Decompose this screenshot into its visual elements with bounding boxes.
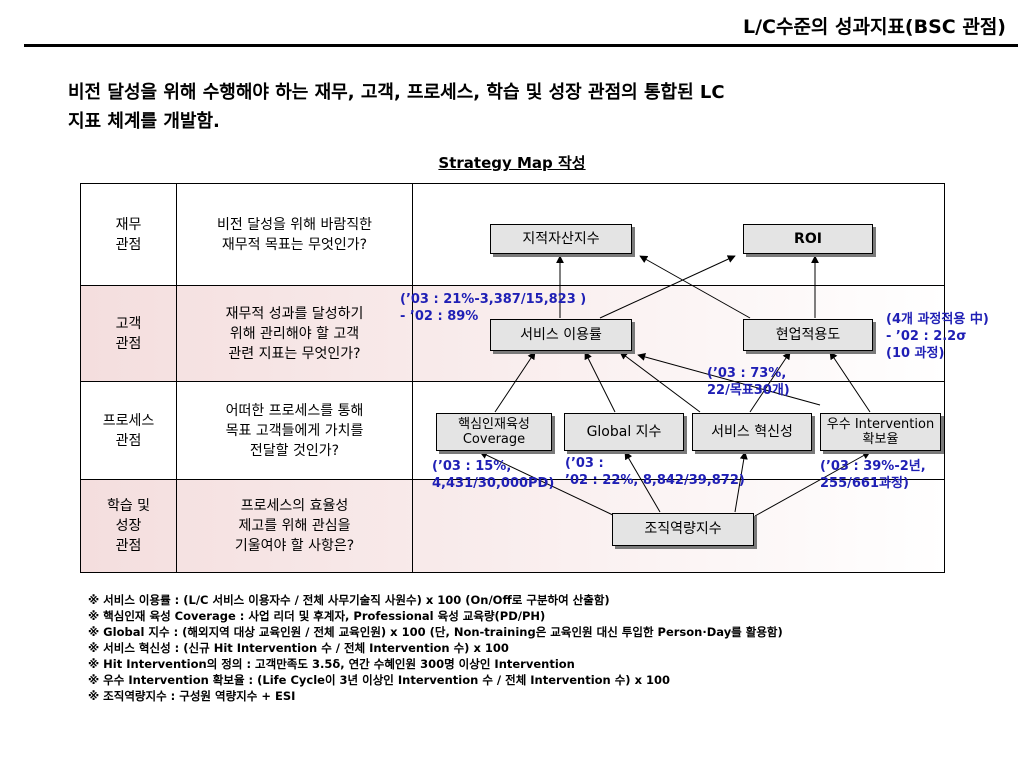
intro-text: 비전 달성을 위해 수행해야 하는 재무, 고객, 프로세스, 학습 및 성장 …: [68, 78, 968, 136]
node-field-applicability: 현업적용도: [743, 319, 873, 351]
annotation-global-index: (’03 : ’02 : 22%, 8,842/39,872): [565, 456, 745, 488]
footnote: ※ Hit Intervention의 정의 : 고객만족도 3.5δ, 연간 …: [88, 657, 575, 671]
question-customer: 재무적 성과를 달성하기 위해 관리해야 할 고객 관련 지표는 무엇인가?: [225, 305, 364, 362]
annotation-service-usage: (’03 : 21%-3,387/15,823 ) - ’02 : 89%: [400, 292, 587, 324]
row-divider: [80, 285, 945, 286]
annotation-core-talent-coverage: (’03 : 15%, 4,431/30,000PD): [432, 459, 555, 491]
arrow-org-capability-to-core-talent: [479, 451, 616, 517]
arrow-org-capability-to-global: [624, 451, 661, 513]
node-intellectual-assets-index: 지적자산지수: [490, 224, 632, 254]
footnote: ※ 서비스 혁신성 : (신규 Hit Intervention 수 / 전체 …: [88, 641, 509, 655]
intro-line-1: 비전 달성을 위해 수행해야 하는 재무, 고객, 프로세스, 학습 및 성장 …: [68, 82, 725, 103]
annotation-excellent-intervention: (’03 : 39%-2년, 255/661과정): [820, 459, 926, 491]
strategy-map-title: Strategy Map 작성: [438, 154, 586, 172]
node-global-index: Global 지수: [564, 413, 684, 451]
question-financial: 비전 달성을 위해 바람직한 재무적 목표는 무엇인가?: [216, 216, 373, 253]
perspective-financial: 재무 관점: [115, 216, 142, 253]
footnote: ※ 핵심인재 육성 Coverage : 사업 리더 및 후계자, Profes…: [88, 609, 546, 623]
node-excellent-intervention: 우수 Intervention 확보율: [820, 413, 941, 451]
question-learning: 프로세스의 효율성 제고를 위해 관심을 기울여야 할 사항은?: [234, 498, 355, 554]
annotation-service-innovation: (’03 : 73%, 22/목표30개): [707, 366, 790, 398]
perspective-process: 프로세스 관점: [102, 412, 155, 449]
arrow-service-innovation-to-field-applicability: [749, 351, 791, 413]
arrow-core-talent-to-service-usage: [494, 351, 536, 413]
node-core-talent-coverage: 핵심인재육성 Coverage: [436, 413, 552, 451]
row-divider: [80, 479, 945, 480]
node-org-capability-index: 조직역량지수: [612, 513, 754, 546]
node-service-innovation: 서비스 혁신성: [692, 413, 812, 451]
column-divider: [412, 183, 413, 573]
arrow-service-usage-to-roi: [599, 255, 736, 319]
footnote: ※ 서비스 이용률 : (L/C 서비스 이용자수 / 전체 사무기술직 사원수…: [88, 593, 610, 607]
question-process: 어떠한 프로세스를 통해 목표 고객들에게 가치를 전달할 것인가?: [225, 402, 364, 459]
arrow-service-innovation-to-service-usage: [619, 351, 701, 413]
title-rule: [24, 44, 1018, 47]
arrow-field-applicability-to-intellectual-assets: [639, 255, 751, 319]
arrow-excellent-intervention-to-service-usage: [637, 353, 821, 406]
footnote: ※ 우수 Intervention 확보율 : (Life Cycle이 3년 …: [88, 673, 670, 687]
footnotes: ※ 서비스 이용률 : (L/C 서비스 이용자수 / 전체 사무기술직 사원수…: [88, 592, 783, 704]
page-title: L/C수준의 성과지표(BSC 관점): [742, 16, 1006, 38]
annotation-field-applicability: (4개 과정적용 中) - ’02 : 2.2σ (10 과정): [886, 312, 989, 361]
arrow-excellent-intervention-to-field-applicability: [829, 351, 871, 413]
arrow-org-capability-to-excellent-intervention: [754, 451, 871, 517]
learning-row-band: [80, 479, 945, 573]
intro-line-2: 지표 체계를 개발함.: [68, 111, 220, 132]
row-divider: [80, 381, 945, 382]
perspective-learning: 학습 및 성장 관점: [106, 498, 151, 554]
node-service-usage: 서비스 이용률: [490, 319, 632, 351]
column-divider: [176, 183, 177, 573]
strategy-map-table: [80, 183, 945, 573]
arrow-org-capability-to-service-innovation: [734, 451, 748, 513]
perspective-customer: 고객 관점: [115, 315, 142, 352]
arrow-global-to-service-usage: [584, 351, 616, 413]
node-roi: ROI: [743, 224, 873, 254]
footnote: ※ Global 지수 : (해외지역 대상 교육인원 / 전체 교육인원) x…: [88, 625, 783, 639]
footnote: ※ 조직역량지수 : 구성원 역량지수 + ESI: [88, 689, 296, 703]
